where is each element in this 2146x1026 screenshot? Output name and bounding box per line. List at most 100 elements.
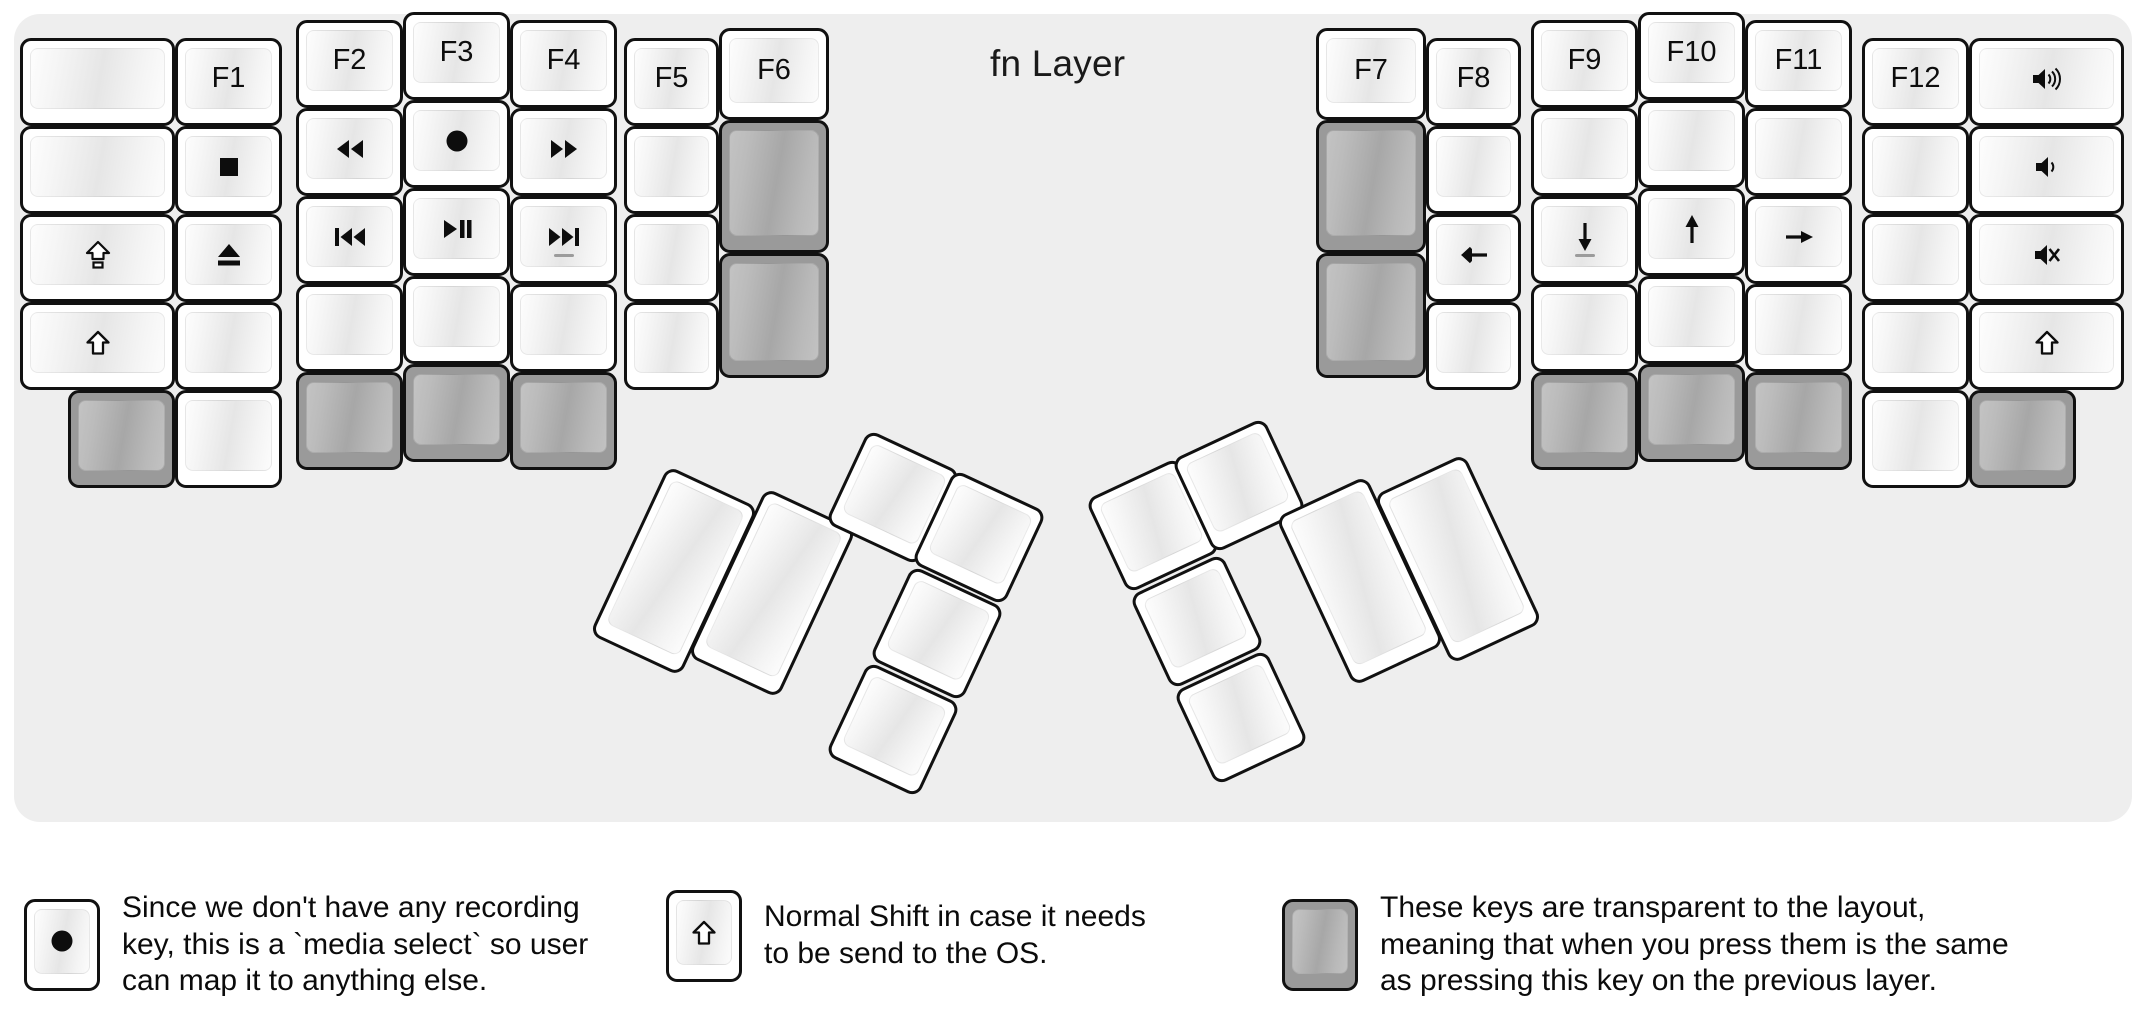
key-left-c5-r1[interactable] (624, 126, 719, 214)
arrow-down-icon (1573, 221, 1597, 253)
keycap-face (1755, 118, 1842, 179)
key-left-c6-r0[interactable]: F6 (719, 28, 829, 120)
legend-key-transparent (1282, 898, 1358, 991)
key-right-c4-r0[interactable]: F11 (1745, 20, 1852, 108)
key-right-c3-r1[interactable] (1638, 100, 1745, 188)
keycap-face (413, 198, 500, 259)
keycap-face (1184, 430, 1291, 535)
keycap-face (634, 224, 709, 285)
eject-icon (215, 242, 243, 268)
key-right-c2-r1[interactable] (1531, 108, 1638, 196)
key-left-c1-r0[interactable]: F1 (175, 38, 282, 126)
key-left-c2-r4[interactable] (296, 372, 403, 470)
key-right-c3-r3[interactable] (1638, 276, 1745, 364)
keycap-face (1436, 224, 1511, 285)
key-left-c2-r3[interactable] (296, 284, 403, 372)
keycap-face (1979, 48, 2114, 109)
key-right-c1-r3[interactable] (1426, 302, 1521, 390)
keycap-face (520, 206, 607, 267)
key-right-c1-r2[interactable] (1426, 214, 1521, 302)
keycap-face (1326, 130, 1416, 236)
key-left-c2-r2[interactable] (296, 196, 403, 284)
keycap-face (1872, 224, 1959, 285)
key-left-c3-r1[interactable] (403, 100, 510, 188)
key-right-c0-r0[interactable]: F7 (1316, 28, 1426, 120)
volume-mute-icon (2032, 242, 2062, 268)
keycap-face (1872, 136, 1959, 197)
key-left-c0-r0[interactable] (20, 38, 175, 126)
key-right-c1-r0[interactable]: F8 (1426, 38, 1521, 126)
key-right-c1-r1[interactable] (1426, 126, 1521, 214)
key-right-c6-r0[interactable] (1969, 38, 2124, 126)
legend-key-shift (666, 890, 742, 982)
key-left-c0-r4[interactable] (68, 390, 175, 488)
caps-shift-icon (85, 240, 111, 270)
key-right-c3-r4[interactable] (1638, 364, 1745, 462)
key-right-c2-r0[interactable]: F9 (1531, 20, 1638, 108)
key-left-c3-r2[interactable] (403, 188, 510, 276)
previous-track-icon (333, 226, 367, 248)
key-right-c5-r4[interactable] (1862, 390, 1969, 488)
key-right-c0-r2[interactable] (1316, 253, 1426, 378)
key-right-c4-r1[interactable] (1745, 108, 1852, 196)
key-left-c3-r3[interactable] (403, 276, 510, 364)
legend-text-shift: Normal Shift in case it needs to be send… (764, 900, 1146, 970)
key-left-c4-r3[interactable] (510, 284, 617, 372)
keycap-face (1186, 662, 1293, 767)
key-left-c5-r0[interactable]: F5 (624, 38, 719, 126)
key-left-c1-r3[interactable] (175, 302, 282, 390)
key-left-c3-r0[interactable]: F3 (403, 12, 510, 100)
key-label: F10 (1666, 36, 1717, 68)
key-left-c1-r2[interactable] (175, 214, 282, 302)
key-left-c5-r3[interactable] (624, 302, 719, 390)
page-title: fn Layer (990, 43, 1126, 84)
key-right-c4-r2[interactable] (1745, 196, 1852, 284)
key-right-c6-r2[interactable] (1969, 214, 2124, 302)
key-right-c5-r1[interactable] (1862, 126, 1969, 214)
key-left-c5-r2[interactable] (624, 214, 719, 302)
keycap-face (185, 136, 272, 197)
key-left-c4-r0[interactable]: F4 (510, 20, 617, 108)
key-right-c6-r1[interactable] (1969, 126, 2124, 214)
key-left-c4-r1[interactable] (510, 108, 617, 196)
key-left-c4-r4[interactable] (510, 372, 617, 470)
key-right-c2-r2[interactable] (1531, 196, 1638, 284)
keycap-face (185, 224, 272, 285)
key-label: F1 (211, 62, 246, 94)
keycap-face: F11 (1755, 30, 1842, 91)
keycap-face: F12 (1872, 48, 1959, 109)
key-right-c5-r2[interactable] (1862, 214, 1969, 302)
key-left-c1-r1[interactable] (175, 126, 282, 214)
shift-arrow-icon (2034, 329, 2060, 357)
key-left-c4-r2[interactable] (510, 196, 617, 284)
key-left-c2-r0[interactable]: F2 (296, 20, 403, 108)
key-right-c6-r3[interactable] (1969, 302, 2124, 390)
key-right-c2-r4[interactable] (1531, 372, 1638, 470)
key-left-c3-r4[interactable] (403, 364, 510, 462)
key-right-c4-r3[interactable] (1745, 284, 1852, 372)
key-left-c0-r2[interactable] (20, 214, 175, 302)
keycap-face: F1 (185, 48, 272, 109)
legend-item-record: Since we don't have any recording key, t… (24, 890, 588, 1000)
key-left-c6-r2[interactable] (719, 253, 829, 378)
key-right-c6-r4[interactable] (1969, 390, 2076, 488)
keycap-face: F10 (1648, 22, 1735, 83)
key-right-c0-r1[interactable] (1316, 120, 1426, 253)
keycap-face (413, 110, 500, 171)
key-right-c3-r2[interactable] (1638, 188, 1745, 276)
key-right-c2-r3[interactable] (1531, 284, 1638, 372)
key-left-c0-r1[interactable] (20, 126, 175, 214)
key-right-c5-r3[interactable] (1862, 302, 1969, 390)
key-label: F9 (1567, 44, 1602, 76)
keycap-face (1979, 136, 2114, 197)
key-left-c6-r1[interactable] (719, 120, 829, 253)
keycap-face (1648, 198, 1735, 259)
key-right-c5-r0[interactable]: F12 (1862, 38, 1969, 126)
homing-bar-icon (553, 254, 574, 257)
key-right-c3-r0[interactable]: F10 (1638, 12, 1745, 100)
key-right-c4-r4[interactable] (1745, 372, 1852, 470)
key-left-c1-r4[interactable] (175, 390, 282, 488)
keycap-face (1979, 224, 2114, 285)
key-left-c0-r3[interactable] (20, 302, 175, 390)
key-left-c2-r1[interactable] (296, 108, 403, 196)
